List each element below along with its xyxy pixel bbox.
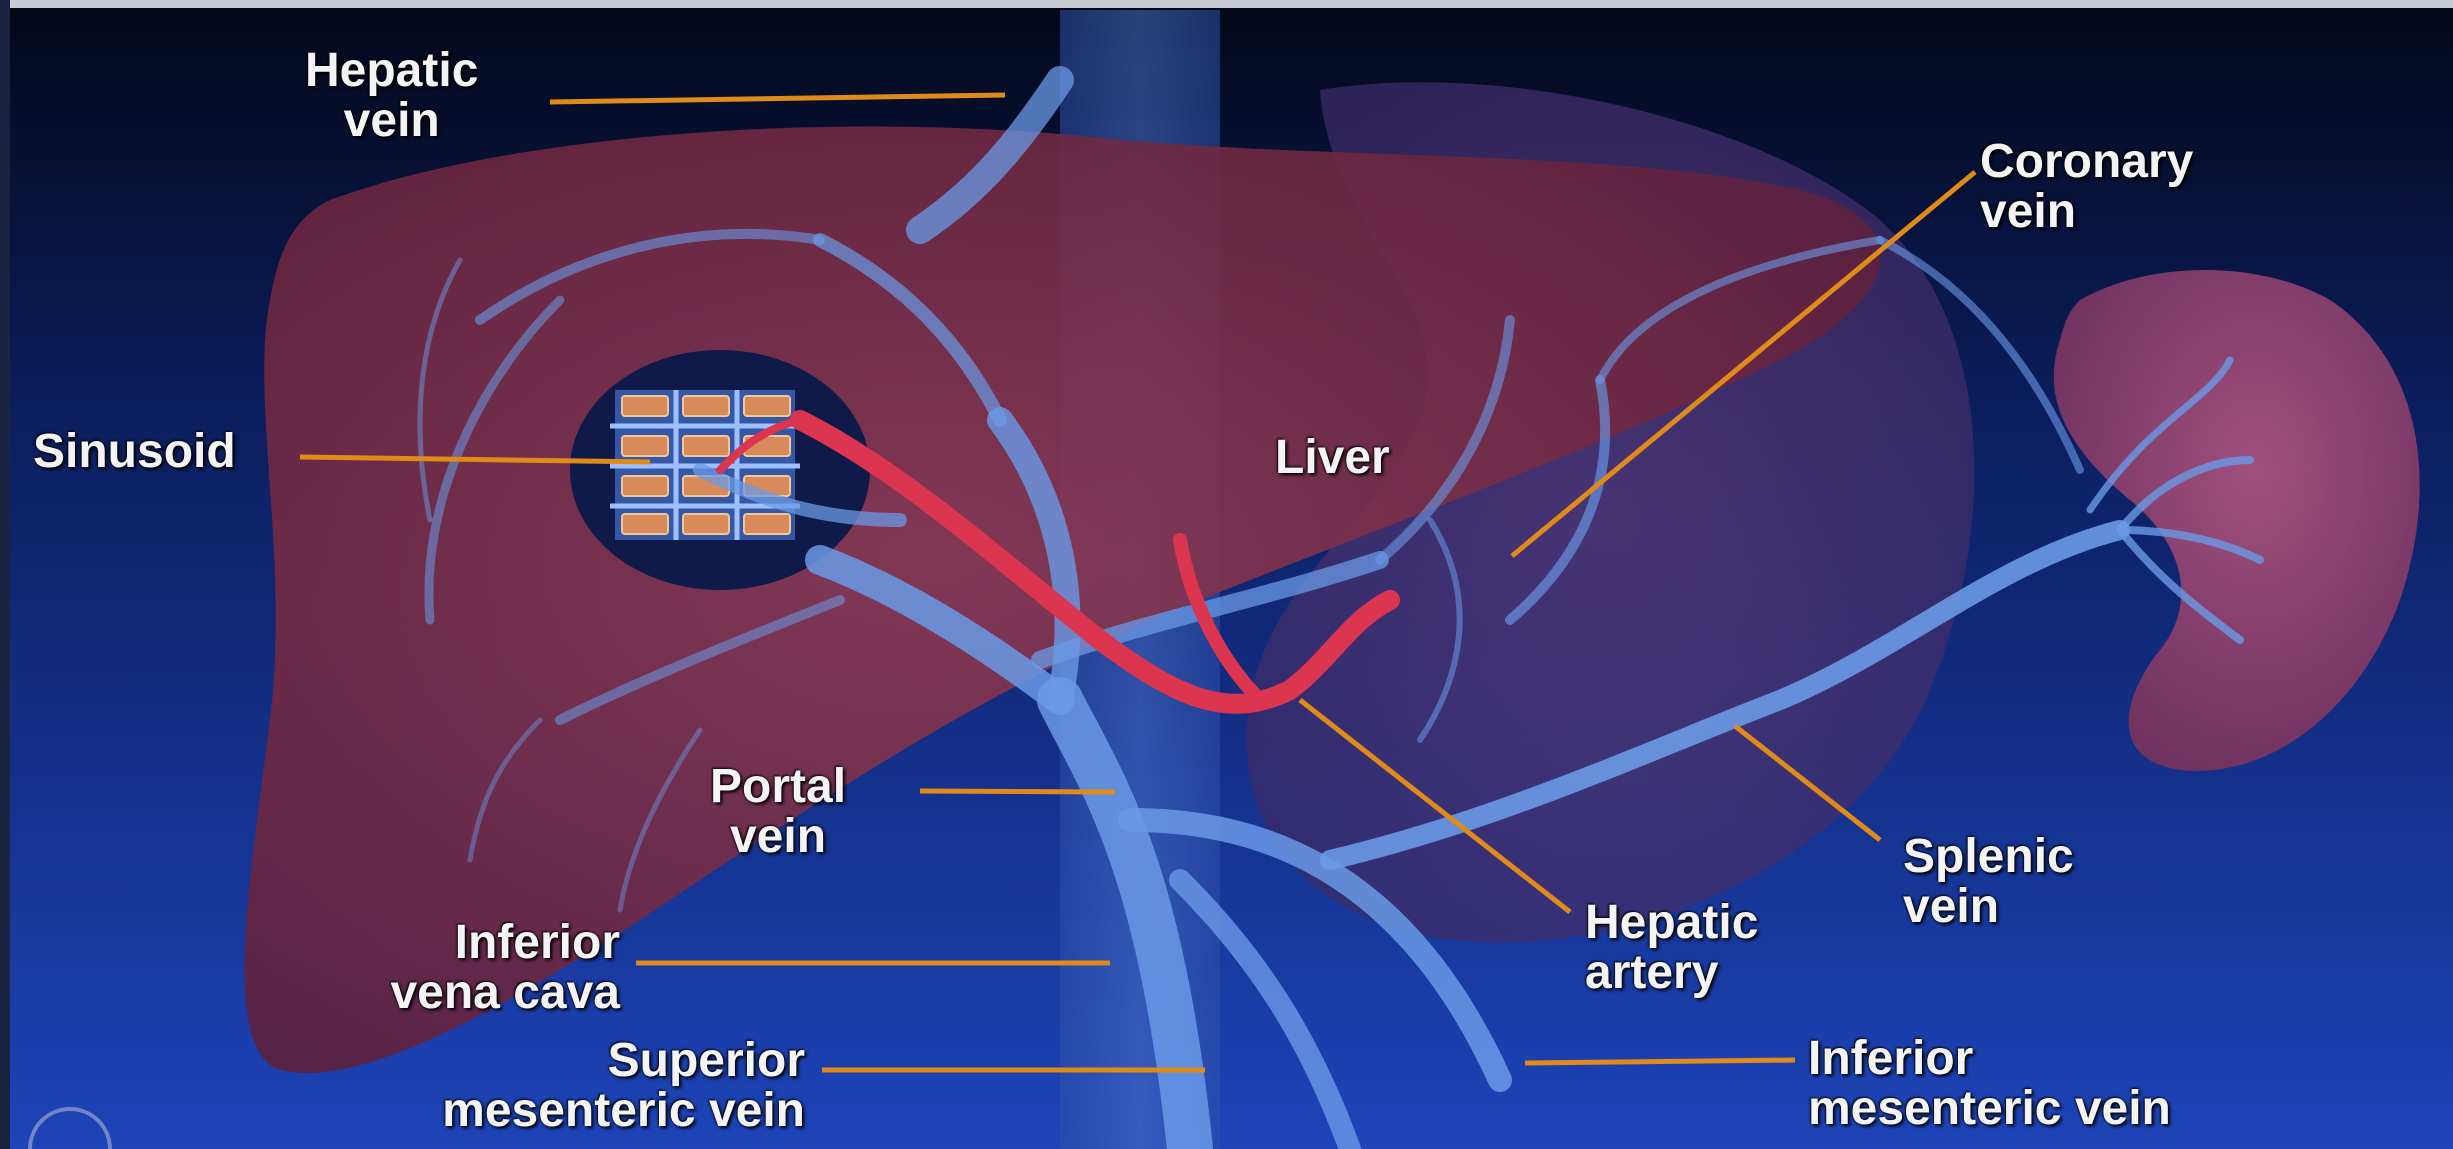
label-sinusoid: Sinusoid: [33, 427, 236, 477]
inferior-mesenteric-vein-leader: [1525, 1060, 1795, 1063]
top-border: [0, 0, 2453, 8]
portal-vein-leader: [920, 791, 1115, 792]
label-liver: Liver: [1275, 433, 1390, 483]
left-border: [0, 0, 10, 1149]
